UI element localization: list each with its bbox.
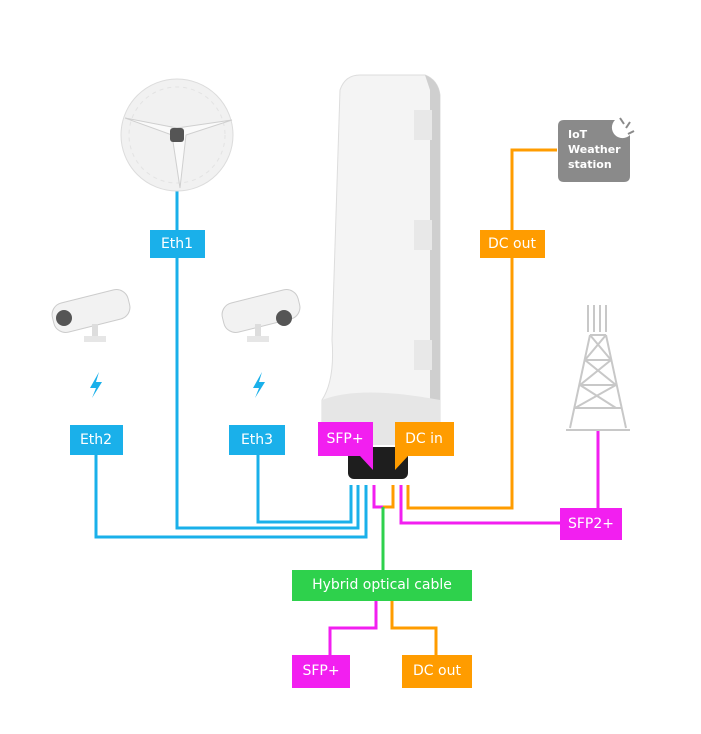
eth3-text: Eth3 xyxy=(241,432,273,448)
outdoor-device xyxy=(321,74,441,479)
wires xyxy=(94,148,600,656)
bottom-sfp-wire xyxy=(328,600,378,656)
eth3-label: Eth3 xyxy=(229,425,285,455)
bottom-sfp-label: SFP+ xyxy=(292,655,350,688)
device-dc-in-label: DC in xyxy=(395,422,454,470)
iot-weather-station: IoT Weather station xyxy=(558,117,635,182)
hybrid-cable-text: Hybrid optical cable xyxy=(312,577,452,593)
power-bolt-icon xyxy=(90,372,102,398)
hybrid-cable-label: Hybrid optical cable xyxy=(292,570,472,601)
dish-antenna xyxy=(120,78,234,192)
iot-line1: IoT xyxy=(568,128,588,141)
eth2-label: Eth2 xyxy=(70,425,123,455)
device-sfp-label: SFP+ xyxy=(318,422,373,470)
iot-line2: Weather xyxy=(568,143,621,156)
sfp2-text: SFP2+ xyxy=(568,516,614,532)
eth1-text: Eth1 xyxy=(161,236,193,252)
dc-hybrid-wire xyxy=(383,485,395,509)
sfp-hybrid-wire xyxy=(372,485,384,509)
eth1-label: Eth1 xyxy=(150,230,205,258)
dc-out-top-text: DC out xyxy=(488,236,536,252)
bottom-dc-out-label: DC out xyxy=(402,655,472,688)
eth2-wire xyxy=(94,455,368,539)
bottom-dc-out-text: DC out xyxy=(413,663,461,679)
camera-middle xyxy=(221,289,301,398)
sfp2-wire xyxy=(399,485,562,525)
eth1-wire xyxy=(175,190,360,530)
sun-icon xyxy=(619,117,635,135)
dc-out-top-label: DC out xyxy=(480,230,545,258)
dc-out-wire xyxy=(406,148,557,510)
eth2-text: Eth2 xyxy=(80,432,112,448)
bottom-sfp-text: SFP+ xyxy=(302,663,339,679)
eth3-wire xyxy=(256,455,353,524)
device-dc-in-text: DC in xyxy=(405,431,443,447)
bottom-dc-wire xyxy=(390,600,438,656)
power-bolt-icon xyxy=(253,372,265,398)
device-sfp-text: SFP+ xyxy=(326,431,363,447)
iot-line3: station xyxy=(568,158,612,171)
camera-left xyxy=(51,289,131,398)
sfp2-label: SFP2+ xyxy=(560,508,622,540)
cell-tower xyxy=(566,305,630,431)
